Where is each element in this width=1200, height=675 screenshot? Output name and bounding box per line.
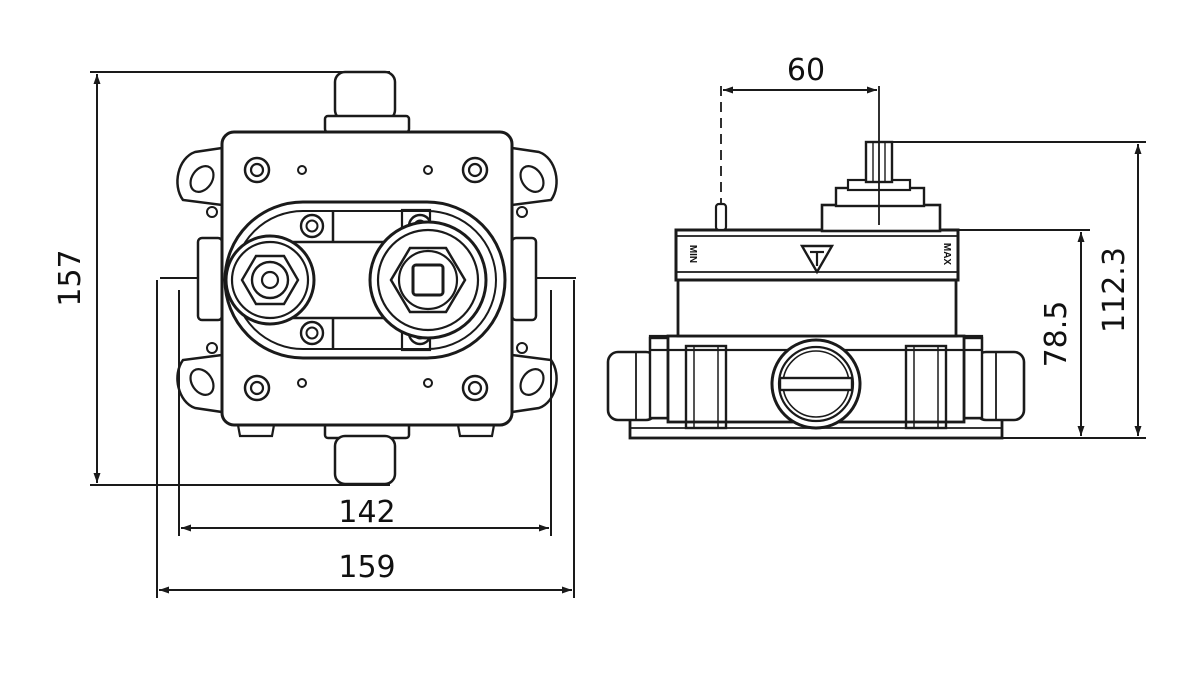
- small-pin: [714, 202, 728, 232]
- ear-rivet: [516, 342, 528, 354]
- inner-width-dimension-label: 142: [338, 495, 395, 530]
- mounting-ear-top-left: [176, 146, 224, 207]
- left-valve-connector: [224, 234, 316, 326]
- corner-screw-bottom-left: [243, 374, 271, 402]
- side-block-right: [904, 344, 948, 430]
- foot-right: [456, 424, 496, 438]
- mounting-ear-bottom-right: [510, 353, 558, 414]
- bottom-outlet: [323, 420, 411, 486]
- plate-hole: [423, 165, 433, 175]
- offset-dimension-label: 60: [787, 53, 825, 88]
- outer-width-dimension-label: 159: [338, 550, 395, 585]
- min-marking: MIN: [687, 245, 698, 263]
- front-view: 157 142 159: [53, 70, 576, 598]
- plate-hole: [297, 165, 307, 175]
- right-cartridge: [368, 220, 488, 340]
- left-side-nub: [196, 236, 224, 322]
- cartridge-stem: [820, 140, 942, 233]
- foot-left: [236, 424, 276, 438]
- corner-screw-top-left: [243, 156, 271, 184]
- right-side-nub: [510, 236, 538, 322]
- corner-screw-bottom-right: [461, 374, 489, 402]
- ear-rivet: [516, 206, 528, 218]
- ear-rivet: [206, 206, 218, 218]
- side-pipe-left: [606, 336, 670, 422]
- plate-hole: [423, 378, 433, 388]
- top-outlet: [323, 70, 411, 134]
- max-marking: MAX: [941, 243, 952, 266]
- inner-screw-top: [299, 213, 325, 239]
- side-pipe-right: [962, 336, 1026, 422]
- side-view: MIN MAX 60 78.5 11: [606, 53, 1146, 440]
- body-height-dimension-label: 78.5: [1039, 301, 1074, 368]
- min-max-band: MIN MAX: [674, 228, 960, 282]
- total-height-dimension-label: 112.3: [1097, 247, 1132, 333]
- side-outlet: [770, 338, 862, 430]
- plate-hole: [297, 378, 307, 388]
- height-dimension-label: 157: [53, 249, 88, 306]
- corner-screw-top-right: [461, 156, 489, 184]
- mounting-ear-bottom-left: [176, 353, 224, 414]
- side-block-left: [684, 344, 728, 430]
- mounting-ear-top-right: [510, 146, 558, 207]
- ear-rivet: [206, 342, 218, 354]
- side-upper-housing: [676, 276, 958, 338]
- inner-screw-bottom: [299, 320, 325, 346]
